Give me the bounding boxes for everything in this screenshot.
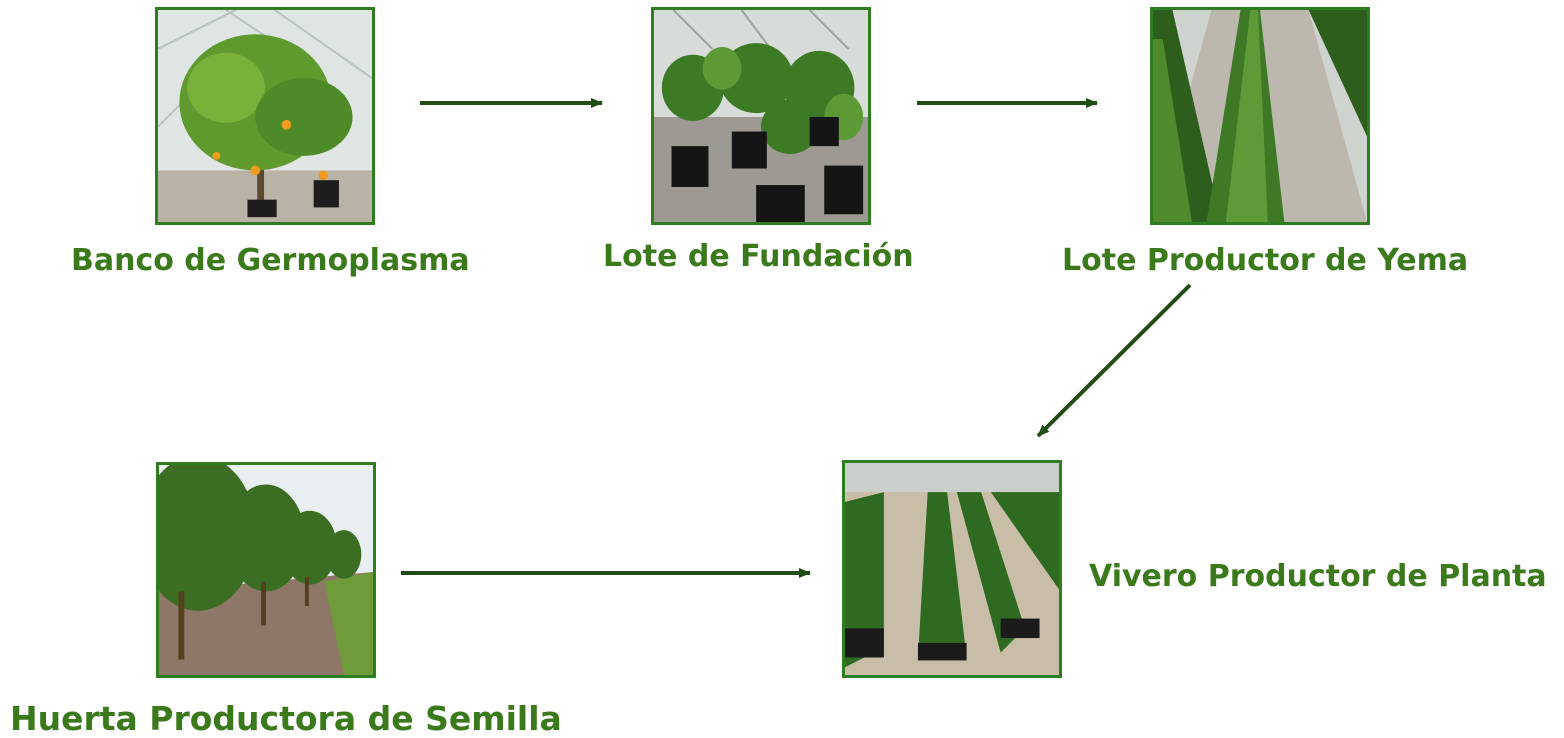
vivero-productor-planta-photo <box>842 460 1062 678</box>
lote-fundacion-photo <box>651 7 871 225</box>
lote-productor-yema-photo <box>1150 7 1370 225</box>
lote-productor-yema-label: Lote Productor de Yema <box>1062 243 1469 278</box>
banco-germoplasma-photo <box>155 7 375 225</box>
lote-fundacion-label: Lote de Fundación <box>603 239 914 274</box>
banco-germoplasma-label: Banco de Germoplasma <box>71 243 470 278</box>
huerta-productora-semilla-photo <box>156 462 376 678</box>
huerta-productora-semilla-label: Huerta Productora de Semilla <box>10 699 562 738</box>
arrow-yema-to-vivero <box>1036 283 1192 438</box>
vivero-productor-planta-label: Vivero Productor de Planta <box>1089 559 1547 594</box>
